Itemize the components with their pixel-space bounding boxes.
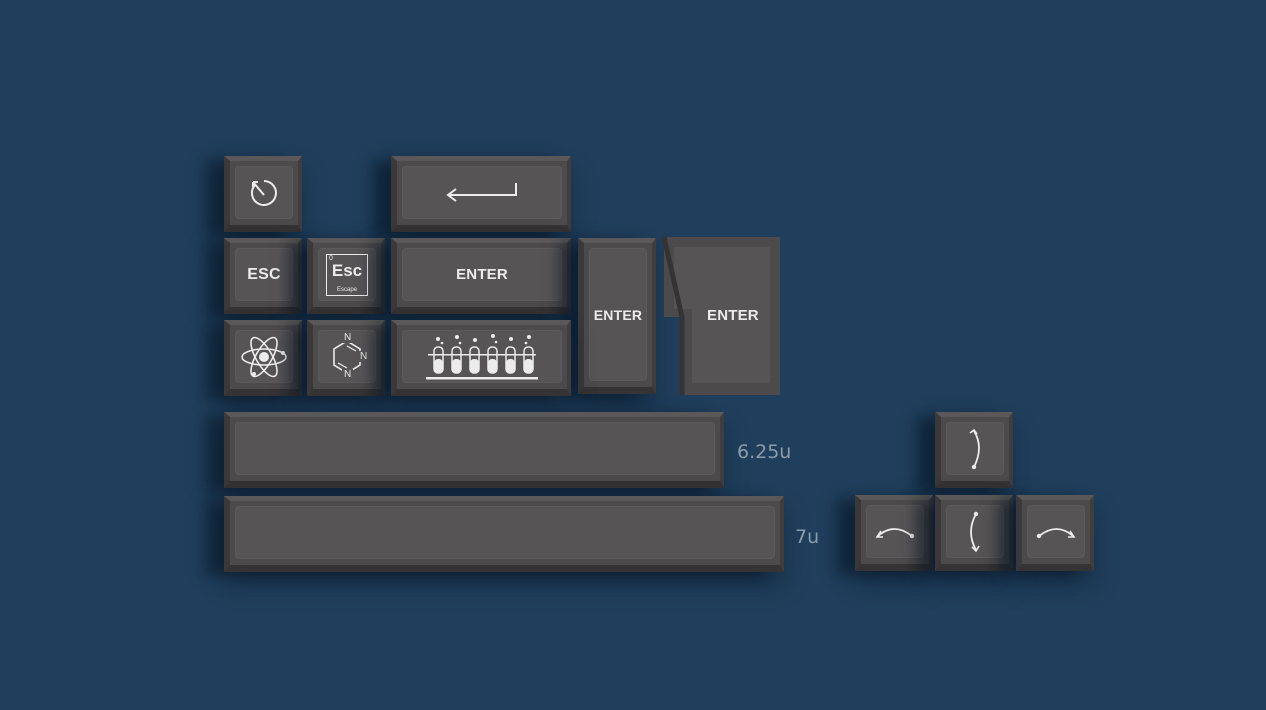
return-arrow-key [391,156,571,232]
triazine-atom-top: N [342,331,354,343]
enter-tall-key: ENTER [578,238,656,394]
enter-tall-label: ENTER [593,306,643,323]
arrow-up-key [935,412,1013,488]
enter-wide-label: ENTER [456,266,508,283]
atom-key [224,320,302,396]
arrow-down-curve-icon [960,510,990,554]
arrow-right-curve-icon [1033,520,1079,544]
spacebar-625u-size-label: 6.25u [737,441,792,463]
molecule-key: N N N [307,320,385,396]
arrow-up-curve-icon [960,427,990,471]
triazine-molecule-icon: N N N [321,331,373,383]
restart-key [224,156,302,232]
return-arrow-icon [442,181,522,205]
arrow-left-key [855,495,933,571]
arrow-left-curve-icon [872,520,918,544]
escape-element-key: 0 Esc Escape [307,238,385,314]
enter-iso-label: ENTER [707,307,759,324]
element-symbol: Esc [331,260,363,280]
periodic-element-tile: 0 Esc Escape [326,253,368,296]
spacebar-625u [224,412,724,488]
enter-iso-key: ENTER [660,236,780,395]
spacebar-7u-size-label: 7u [795,526,820,548]
spacebar-7u [224,496,784,572]
triazine-atom-right: N [358,350,370,362]
test-tubes-key [391,320,571,396]
arrow-down-key [935,495,1013,571]
restart-icon [244,173,284,213]
triazine-atom-bottom: N [342,368,354,380]
arrow-right-key [1016,495,1094,571]
enter-wide-key: ENTER [391,238,571,314]
esc-key-label: ESC [247,265,281,283]
esc-key: ESC [224,238,302,314]
test-tubes-icon [426,333,538,381]
atom-icon [239,334,289,380]
element-name: Escape [336,286,357,293]
element-number: 0 [329,254,333,262]
